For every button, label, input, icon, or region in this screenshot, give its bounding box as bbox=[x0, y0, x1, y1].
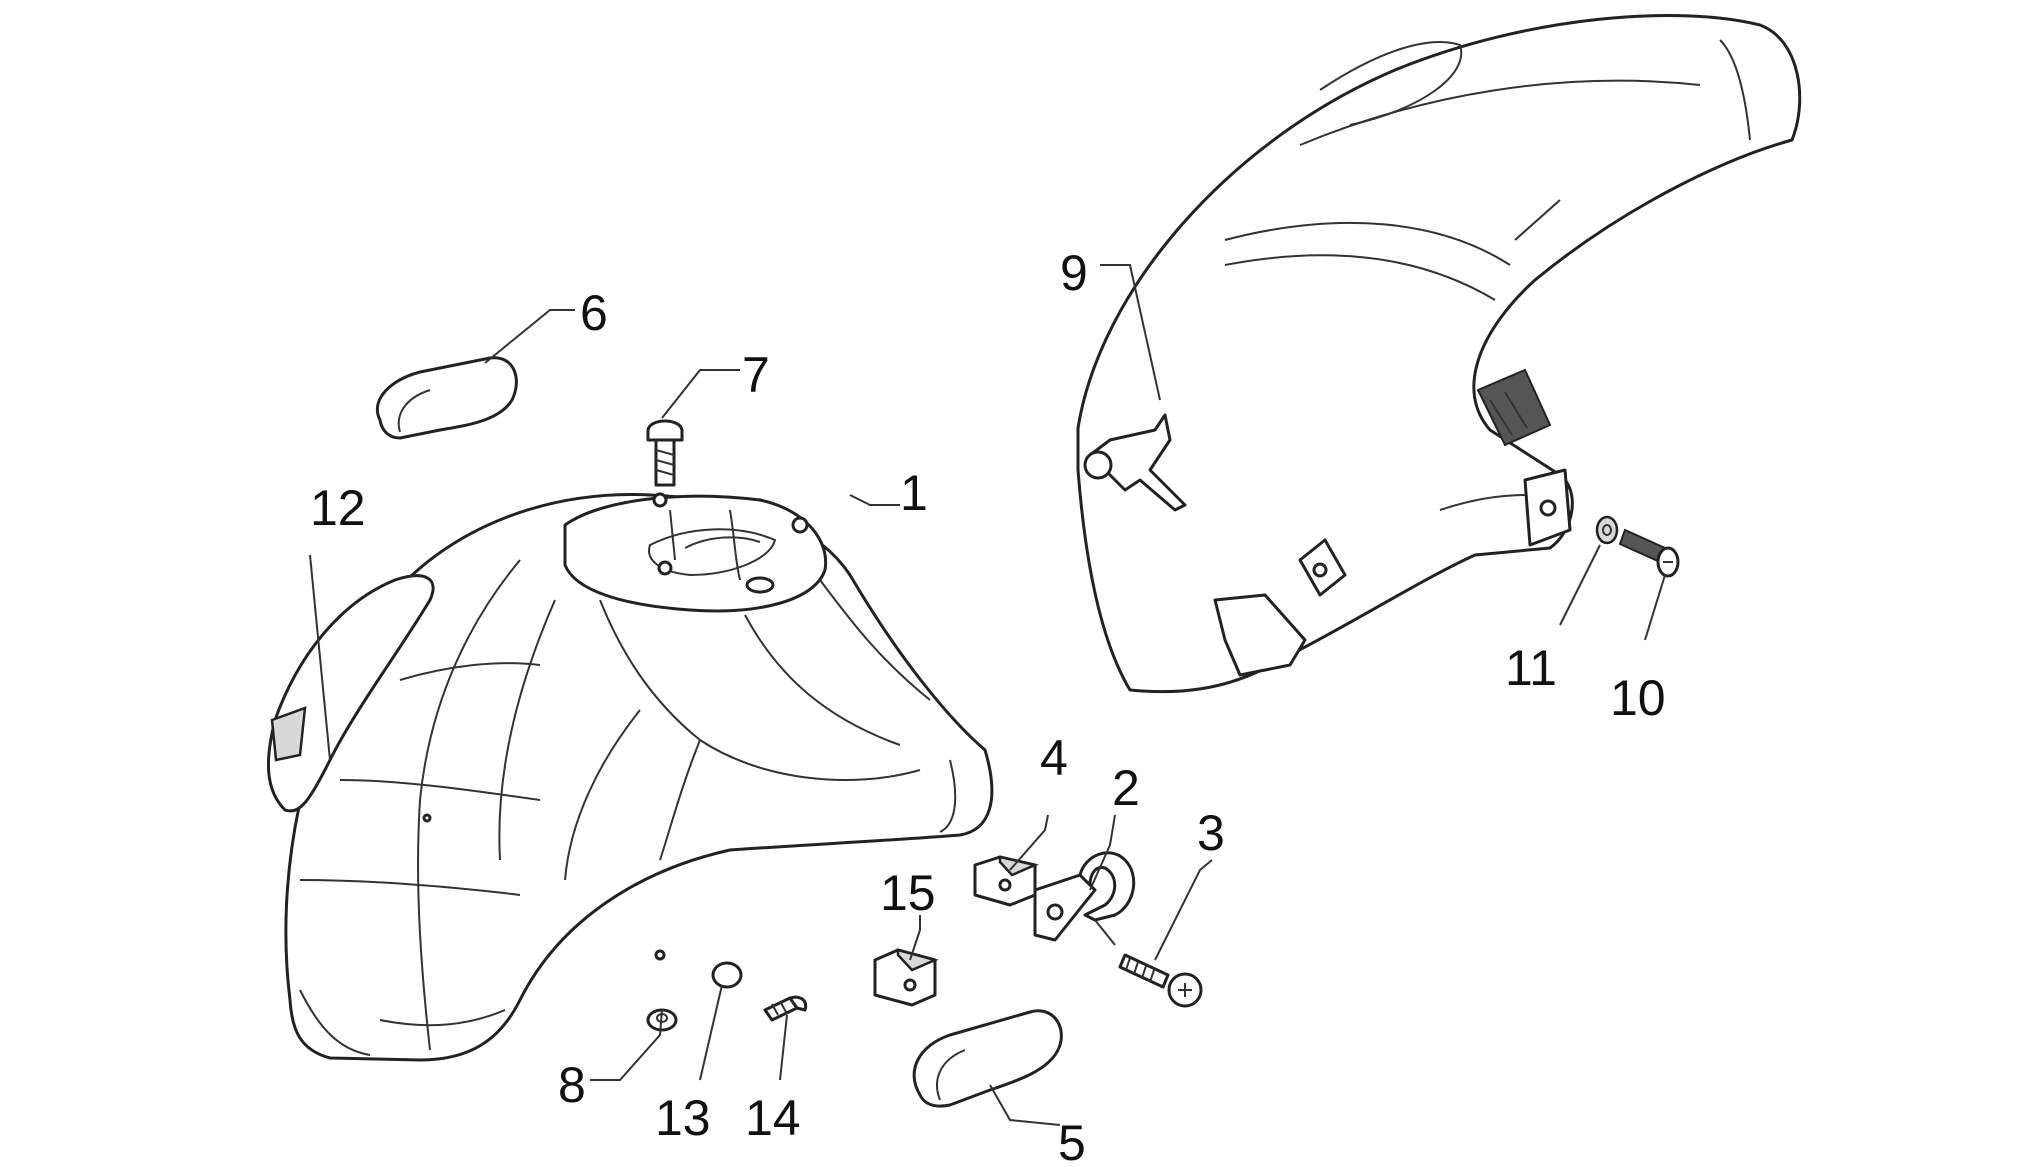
leader-lines bbox=[309, 264, 1666, 1126]
callout-13: 13 bbox=[655, 1090, 711, 1146]
callout-8: 8 bbox=[558, 1057, 586, 1113]
callout-15: 15 bbox=[880, 865, 936, 921]
callout-7: 7 bbox=[742, 347, 770, 403]
part-1-mudguard bbox=[284, 492, 994, 1062]
part-13-plug bbox=[711, 961, 743, 989]
callout-4: 4 bbox=[1040, 730, 1068, 786]
part-6-oval-reflector bbox=[375, 356, 518, 440]
part-3-screw bbox=[1118, 953, 1203, 1008]
part-14-screw bbox=[763, 995, 808, 1022]
part-7-screw bbox=[646, 419, 684, 487]
part-11-washer bbox=[1595, 515, 1619, 545]
part-10-bolt bbox=[1618, 528, 1680, 578]
callout-1: 1 bbox=[900, 465, 928, 521]
part-15-clip bbox=[873, 948, 939, 1007]
callout-5: 5 bbox=[1058, 1115, 1086, 1167]
callout-11: 11 bbox=[1505, 640, 1557, 696]
callouts: 1 2 3 4 5 6 7 8 9 10 11 12 13 14 15 bbox=[310, 245, 1666, 1167]
part-9-splash-guard bbox=[1076, 14, 1802, 694]
callout-14: 14 bbox=[745, 1090, 801, 1146]
part-5-oval-reflector bbox=[912, 1009, 1063, 1108]
part-4-clip bbox=[973, 855, 1039, 907]
callout-9: 9 bbox=[1060, 245, 1088, 301]
callout-6: 6 bbox=[580, 285, 608, 341]
callout-10: 10 bbox=[1610, 670, 1666, 726]
callout-2: 2 bbox=[1112, 760, 1140, 816]
callout-12: 12 bbox=[310, 480, 366, 536]
part-2-clamp bbox=[1033, 851, 1136, 946]
callout-3: 3 bbox=[1197, 805, 1225, 861]
